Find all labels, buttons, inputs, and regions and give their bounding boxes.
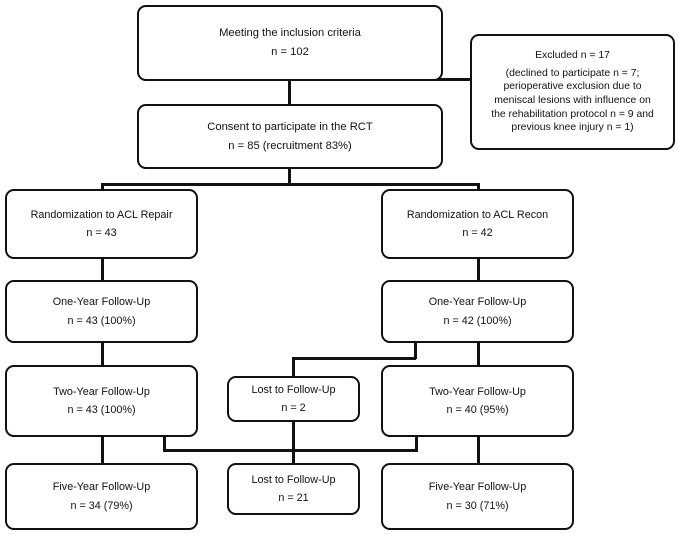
connector-randomization-split-bar [101,183,479,186]
connector-lost-two-down-entry [292,357,295,376]
connector-repair-twoyear-to-fiveyear [101,437,104,463]
node-inclusion-criteria-label: Meeting the inclusion criteria [219,27,361,40]
connector-repair-rand-to-oneyear [101,258,104,280]
connector-recon-oneyear-lost-horizontal [292,357,416,360]
node-lost-to-follow-up-two-year-count: n = 2 [281,402,306,414]
node-two-year-follow-up-repair[interactable]: Two-Year Follow-Up n = 43 (100%) [5,365,198,437]
connector-consent-down [288,168,291,185]
node-excluded-detail-1: (declined to participate n = 7; [505,67,640,79]
node-randomization-acl-repair-label: Randomization to ACL Repair [30,208,173,221]
node-inclusion-criteria[interactable]: Meeting the inclusion criteria n = 102 [137,5,443,81]
node-randomization-acl-recon-count: n = 42 [462,227,493,239]
connector-repair-oneyear-to-twoyear [101,343,104,365]
node-lost-to-follow-up-five-year-count: n = 21 [278,492,309,504]
node-five-year-follow-up-repair-label: Five-Year Follow-Up [52,481,151,494]
node-five-year-follow-up-repair[interactable]: Five-Year Follow-Up n = 34 (79%) [5,463,198,530]
node-consent-count: n = 85 (recruitment 83%) [228,139,352,152]
node-excluded-detail-5: previous knee injury n = 1) [511,122,634,134]
connector-inclusion-to-excluded-horizontal [414,78,472,81]
node-one-year-follow-up-repair[interactable]: One-Year Follow-Up n = 43 (100%) [5,280,198,343]
node-randomization-acl-repair[interactable]: Randomization to ACL Repair n = 43 [5,189,198,259]
node-five-year-follow-up-recon-label: Five-Year Follow-Up [428,481,527,494]
node-excluded-label: Excluded n = 17 [535,49,610,61]
node-lost-to-follow-up-two-year[interactable]: Lost to Follow-Up n = 2 [227,376,360,422]
node-one-year-follow-up-recon-count: n = 42 (100%) [443,314,512,327]
node-lost-to-follow-up-five-year-label: Lost to Follow-Up [251,473,336,486]
connector-lost-five-collector-horizontal [163,449,418,452]
node-excluded-detail-2: perioperative exclusion due to [503,81,642,93]
node-two-year-follow-up-repair-count: n = 43 (100%) [67,404,136,416]
node-lost-to-follow-up-five-year[interactable]: Lost to Follow-Up n = 21 [227,463,360,515]
node-two-year-follow-up-recon-count: n = 40 (95%) [446,404,509,416]
node-two-year-follow-up-repair-label: Two-Year Follow-Up [53,385,150,398]
connector-split-to-repair [101,183,104,190]
node-excluded-detail-4: the rehabilitation protocol n = 9 and [491,108,654,120]
node-one-year-follow-up-repair-label: One-Year Follow-Up [52,296,151,309]
node-one-year-follow-up-recon[interactable]: One-Year Follow-Up n = 42 (100%) [381,280,574,343]
node-one-year-follow-up-repair-count: n = 43 (100%) [67,314,136,327]
connector-lost-two-to-lost-five [292,421,295,463]
node-consent[interactable]: Consent to participate in the RCT n = 85… [137,104,443,169]
node-excluded[interactable]: Excluded n = 17 (declined to participate… [470,34,675,150]
connector-split-to-recon [477,183,480,190]
node-two-year-follow-up-recon-label: Two-Year Follow-Up [429,385,526,398]
node-excluded-detail-3: meniscal lesions with influence on [494,95,651,106]
node-randomization-acl-recon-label: Randomization to ACL Recon [406,208,549,221]
connector-recon-twoyear-to-fiveyear [477,437,480,463]
node-randomization-acl-repair-count: n = 43 [86,227,117,239]
node-lost-to-follow-up-two-year-label: Lost to Follow-Up [251,383,336,396]
node-consent-label: Consent to participate in the RCT [207,120,373,133]
node-randomization-acl-recon[interactable]: Randomization to ACL Recon n = 42 [381,189,574,259]
connector-recon-oneyear-to-twoyear [477,343,480,365]
connector-recon-rand-to-oneyear [477,258,480,280]
connector-recon-oneyear-lost-stub [414,343,417,359]
node-five-year-follow-up-recon-count: n = 30 (71%) [446,499,509,512]
node-five-year-follow-up-repair-count: n = 34 (79%) [70,499,133,512]
node-five-year-follow-up-recon[interactable]: Five-Year Follow-Up n = 30 (71%) [381,463,574,530]
connector-repair-twoyear-lost-stub [163,437,166,451]
node-one-year-follow-up-recon-label: One-Year Follow-Up [428,296,527,309]
connector-recon-twoyear-lost-stub [415,437,418,451]
connector-inclusion-to-consent [288,80,291,105]
node-inclusion-criteria-count: n = 102 [271,46,309,58]
node-two-year-follow-up-recon[interactable]: Two-Year Follow-Up n = 40 (95%) [381,365,574,437]
